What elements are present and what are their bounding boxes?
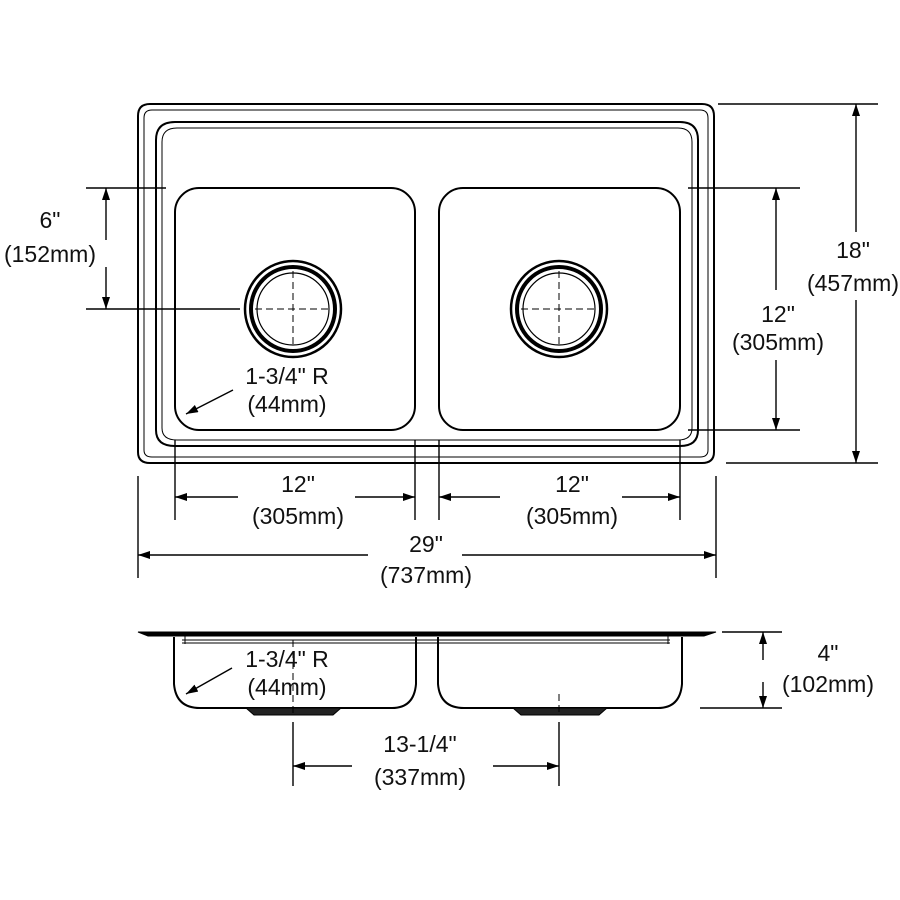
overall-width-inches: 29" bbox=[409, 531, 443, 557]
sink-rim-inner-line bbox=[143, 109, 709, 458]
corner-radius-side-inches: 1-3/4" R bbox=[245, 646, 329, 672]
side-right-drain bbox=[511, 707, 609, 716]
bowl-depth-dimension: 4" (102mm) bbox=[700, 631, 874, 709]
right-basin-width-inches: 12" bbox=[555, 471, 589, 497]
corner-radius-side-callout: 1-3/4" R (44mm) bbox=[185, 646, 329, 700]
right-basin bbox=[438, 187, 681, 431]
sink-deck bbox=[155, 121, 699, 447]
overall-depth-mm: (457mm) bbox=[807, 270, 899, 296]
corner-radius-top-mm: (44mm) bbox=[247, 391, 326, 417]
corner-radius-top-inches: 1-3/4" R bbox=[245, 363, 329, 389]
overall-depth-inches: 18" bbox=[836, 237, 870, 263]
sink-deck-inner bbox=[161, 127, 693, 441]
overall-width-dimension: 29" (737mm) bbox=[137, 476, 717, 588]
bowl-depth-inches: 4" bbox=[818, 640, 839, 666]
front-edge-offset-inches: 6" bbox=[40, 207, 61, 233]
left-basin-width-inches: 12" bbox=[281, 471, 315, 497]
front-edge-offset-mm: (152mm) bbox=[4, 241, 96, 267]
basin-depth-dimension: 12" (305mm) bbox=[688, 187, 824, 431]
bowl-depth-mm: (102mm) bbox=[782, 671, 874, 697]
basin-depth-mm: (305mm) bbox=[732, 329, 824, 355]
sink-rim-outer bbox=[137, 103, 715, 464]
drain-spacing-inches: 13-1/4" bbox=[383, 731, 456, 757]
drain-spacing-mm: (337mm) bbox=[374, 764, 466, 790]
basin-width-dimensions: 12" (305mm) 12" (305mm) bbox=[174, 440, 681, 529]
corner-radius-top-callout: 1-3/4" R (44mm) bbox=[185, 363, 329, 417]
side-view: 1-3/4" R (44mm) 4" (102mm) 13-1/4" (337m… bbox=[137, 631, 874, 790]
top-view: 6" (152mm) 12" (305mm) 18" (457mm) 1-3/4… bbox=[4, 103, 899, 588]
corner-radius-side-mm: (44mm) bbox=[247, 674, 326, 700]
side-rim bbox=[137, 631, 717, 637]
right-basin-width-mm: (305mm) bbox=[526, 503, 618, 529]
overall-width-mm: (737mm) bbox=[380, 562, 472, 588]
left-drain bbox=[243, 259, 343, 359]
basin-depth-inches: 12" bbox=[761, 301, 795, 327]
drain-spacing-dimension: 13-1/4" (337mm) bbox=[292, 722, 560, 790]
right-drain bbox=[509, 259, 609, 359]
side-right-bowl bbox=[437, 637, 683, 709]
front-edge-offset-dimension: 6" (152mm) bbox=[4, 187, 240, 310]
overall-depth-dimension: 18" (457mm) bbox=[718, 103, 899, 464]
left-basin-width-mm: (305mm) bbox=[252, 503, 344, 529]
